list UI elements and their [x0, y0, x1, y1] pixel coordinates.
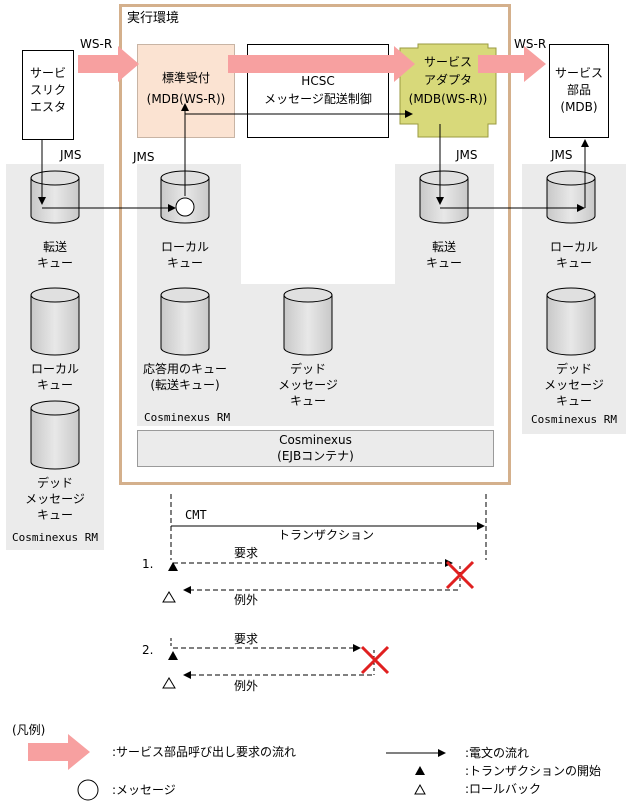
message-circle	[175, 197, 195, 217]
jms-label-service: JMS	[551, 148, 573, 162]
center-rm-footer: Cosminexus RM	[144, 411, 231, 424]
left-dead-queue-line-1: デッド	[36, 476, 73, 490]
legend-big-arrow	[28, 734, 90, 770]
service-adapter-shape	[399, 43, 497, 138]
case-1-number: 1.	[142, 557, 154, 571]
legend-rollback: :ロールバック	[465, 782, 542, 796]
call-flow-arrow-2	[228, 46, 415, 82]
service-parts-box	[549, 44, 609, 138]
left-dead-queue-line-2: メッセージ	[25, 492, 85, 506]
service-adapter-line-2: アダプタ	[423, 73, 472, 87]
cmt-label: CMT	[185, 508, 207, 522]
left-local-queue-line-2: キュー	[36, 378, 73, 392]
left-dead-queue-cylinder	[30, 400, 80, 470]
standard-reception-line-2: (MDB(WS-R))	[146, 92, 226, 106]
right-dead-queue-cylinder	[546, 287, 596, 356]
call-flow-arrow-3	[478, 46, 546, 82]
right-local-queue-line-2: キュー	[555, 256, 592, 270]
right-dead-queue-line-2: メッセージ	[544, 378, 604, 392]
legend-message: :メッセージ	[112, 783, 176, 797]
center-transfer-queue-cylinder	[419, 170, 469, 224]
center-dead-queue-line-3: キュー	[289, 394, 326, 408]
jms-label-adapter: JMS	[456, 148, 478, 162]
standard-reception-line-1: 標準受付	[161, 71, 210, 85]
service-requester-line-3: エスタ	[29, 100, 66, 114]
call-flow-arrow-1	[78, 46, 139, 82]
right-local-queue-cylinder	[546, 170, 596, 224]
jms-label-reception: JMS	[133, 150, 155, 164]
rollback-cross-2	[360, 645, 390, 675]
service-adapter-line-1: サービス	[423, 55, 472, 69]
right-dead-queue-line-3: キュー	[555, 394, 592, 408]
hcsc-line-1: HCSC	[301, 74, 335, 88]
transaction-label: トランザクション	[278, 528, 375, 542]
ws-r-label-left: WS-R	[80, 37, 113, 51]
left-rm-area	[6, 164, 104, 550]
ejb-line-1: Cosminexus	[279, 433, 352, 447]
left-transfer-queue-cylinder	[30, 170, 80, 224]
right-rm-footer: Cosminexus RM	[530, 413, 618, 426]
reply-queue-cylinder	[160, 287, 210, 356]
service-parts-line-2: 部品	[566, 83, 591, 97]
ejb-line-2: (EJBコンテナ)	[277, 449, 354, 463]
execution-environment	[119, 4, 511, 485]
right-local-queue-line-1: ローカル	[549, 240, 598, 254]
rollback-cross-1	[445, 560, 475, 590]
legend-title: (凡例)	[12, 723, 46, 737]
reply-queue-line-1: 応答用のキュー	[142, 362, 227, 376]
left-local-queue-cylinder	[30, 287, 80, 356]
case-1-exception: 例外	[234, 593, 259, 607]
service-requester-box	[22, 50, 74, 140]
center-transfer-queue-line-1: 転送	[431, 240, 456, 254]
reply-queue-line-2: (転送キュー)	[150, 378, 220, 392]
service-requester-line-1: サービ	[29, 66, 66, 80]
right-dead-queue-line-1: デッド	[555, 362, 592, 376]
left-rm-footer: Cosminexus RM	[11, 531, 99, 544]
legend-message-circle	[77, 779, 99, 801]
case-1-request: 要求	[234, 546, 259, 560]
case-2-request: 要求	[234, 632, 259, 646]
ws-r-label-right: WS-R	[514, 37, 547, 51]
left-transfer-queue-line-2: キュー	[36, 256, 73, 270]
environment-title: 実行環境	[127, 11, 180, 26]
left-local-queue-line-1: ローカル	[30, 362, 79, 376]
case-2-exception: 例外	[234, 679, 259, 693]
ejb-container	[137, 430, 494, 467]
left-transfer-queue-line-1: 転送	[42, 240, 67, 254]
center-rm-notch	[241, 164, 395, 284]
service-requester-line-2: スリク	[29, 83, 66, 97]
center-dead-queue-line-2: メッセージ	[278, 378, 338, 392]
center-local-queue-line-2: キュー	[166, 256, 203, 270]
service-parts-line-3: (MDB)	[560, 100, 598, 114]
standard-reception-box	[137, 44, 235, 138]
legend-call-flow: :サービス部品呼び出し要求の流れ	[112, 745, 297, 759]
jms-label-left: JMS	[60, 148, 82, 162]
case-2-number: 2.	[142, 643, 154, 657]
legend-telegram-flow: :電文の流れ	[465, 746, 530, 760]
center-transfer-queue-line-2: キュー	[425, 256, 462, 270]
legend-tx-start: :トランザクションの開始	[465, 764, 602, 778]
service-adapter-line-3: (MDB(WS-R))	[408, 92, 488, 106]
center-local-queue-line-1: ローカル	[160, 240, 209, 254]
center-dead-queue-line-1: デッド	[289, 362, 326, 376]
left-dead-queue-line-3: キュー	[36, 508, 73, 522]
hcsc-line-2: メッセージ配送制御	[264, 92, 372, 106]
center-dead-queue-cylinder	[283, 287, 333, 356]
service-parts-line-1: サービス	[554, 66, 603, 80]
